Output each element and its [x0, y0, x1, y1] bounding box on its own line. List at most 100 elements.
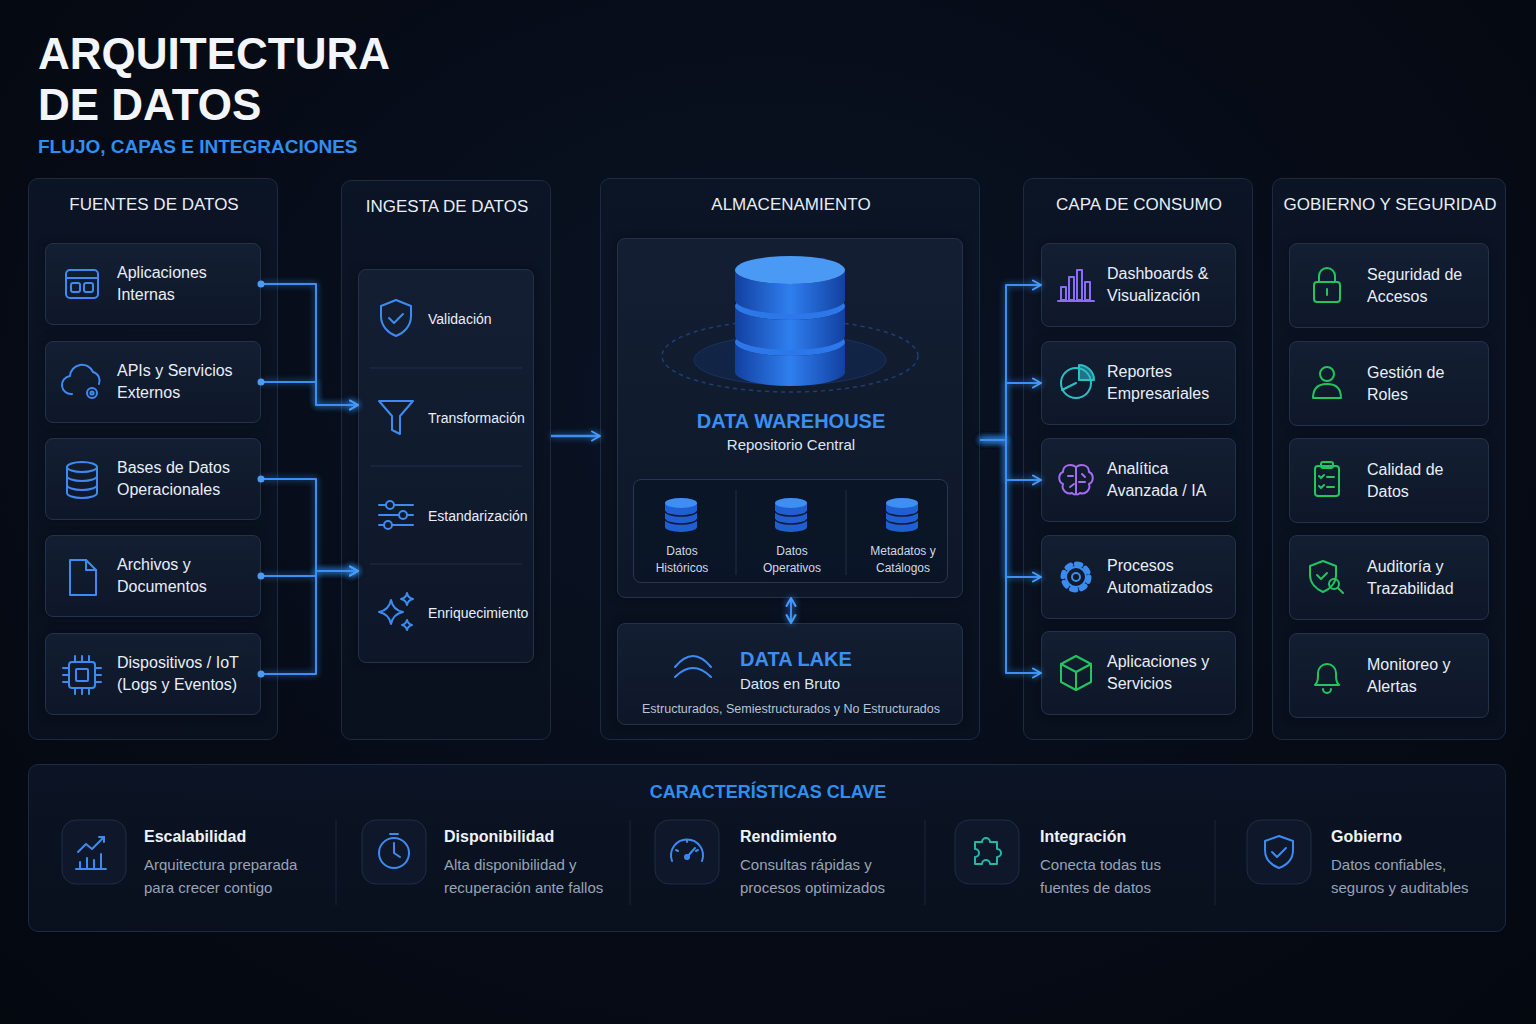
- source-box: APIs y Servicios Externos: [45, 341, 261, 423]
- node-text: Archivos y Documentos: [117, 554, 257, 598]
- lake-icon: [675, 656, 711, 677]
- governance-box: Auditoría y Trazabilidad: [1289, 535, 1489, 620]
- flow-connector: [980, 285, 1041, 440]
- lake-box: DATA LAKE Datos en BrutoEstructurados, Se…: [617, 623, 963, 725]
- node-text: Procesos Automatizados: [1107, 555, 1235, 599]
- layer-panel: FUENTES DE DATOS Aplicaciones InternasAPI…: [28, 178, 278, 740]
- flow-connector: [980, 383, 1041, 440]
- source-box: Bases de Datos Operacionales: [45, 438, 261, 520]
- features-panel: CARACTERÍSTICAS CLAVE EscalabilidadArquit…: [28, 764, 1506, 932]
- subtitle: FLUJO, CAPAS E INTEGRACIONES: [38, 136, 598, 158]
- node-subtext: Conecta todas tus fuentes de datos: [1040, 853, 1205, 899]
- feature-item: RendimientoConsultas rápidas y procesos …: [740, 826, 910, 901]
- consumer-box: Dashboards & Visualización: [1041, 243, 1236, 327]
- flow-connector: [261, 382, 358, 405]
- feature-item: GobiernoDatos confiables, seguros y audi…: [1331, 826, 1501, 901]
- node-text: APIs y Servicios Externos: [117, 360, 257, 404]
- source-box: Dispositivos / IoT (Logs y Eventos): [45, 633, 261, 715]
- ingest-dividers: [370, 368, 522, 564]
- governance-icons: [1310, 268, 1343, 693]
- warehouse-illustration: [662, 256, 918, 392]
- connector-dot: [258, 573, 265, 580]
- node-subtext: Alta disponibilidad y recuperación ante …: [444, 853, 609, 899]
- feature-item: IntegraciónConecta todas tus fuentes de …: [1040, 826, 1210, 901]
- connector-dot: [258, 281, 265, 288]
- layer-panel: INGESTA DE DATOSValidaciónTransformación…: [341, 180, 551, 740]
- flow-connector: [980, 440, 1041, 480]
- node-text: Auditoría y Trazabilidad: [1367, 556, 1479, 600]
- ingest-steps-box: ValidaciónTransformaciónEstandarizaciónE…: [358, 269, 534, 663]
- node-text: Seguridad de Accesos: [1367, 264, 1479, 308]
- node-subtext: Enriquecimiento: [428, 604, 540, 622]
- layer-panel: ALMACENAMIENTO DATA WAREHOUSERepositorio …: [600, 178, 980, 740]
- node-text: Analítica Avanzada / IA: [1107, 458, 1235, 502]
- consumption-icons: [1058, 270, 1094, 690]
- node-text: Gestión de Roles: [1367, 362, 1479, 406]
- flow-connector: [790, 598, 792, 623]
- governance-box: Gestión de Roles: [1289, 341, 1489, 426]
- node-text: Bases de Datos Operacionales: [117, 457, 257, 501]
- node-text: Aplicaciones Internas: [117, 262, 257, 306]
- diagram-title: ARQUITECTURA DE DATOS: [38, 28, 458, 130]
- consumer-box: Aplicaciones y Servicios: [1041, 631, 1236, 715]
- node-text: Dashboards & Visualización: [1107, 263, 1235, 307]
- flow-connector: [980, 440, 1041, 673]
- node-text: Gobierno: [1331, 826, 1501, 848]
- feature-icons: [76, 834, 1293, 869]
- feature-item: DisponibilidadAlta disponibilidad y recu…: [444, 826, 614, 901]
- node-text: CARACTERÍSTICAS CLAVE: [29, 781, 1507, 803]
- flow-connector: [261, 571, 358, 576]
- strip-icons: [665, 490, 918, 575]
- connector-dot: [258, 476, 265, 483]
- feature-decor: [62, 820, 1311, 905]
- feature-item: EscalabilidadArquitectura preparada para…: [144, 826, 314, 901]
- flow-connector: [551, 435, 600, 438]
- node-text: ALMACENAMIENTO: [601, 195, 981, 215]
- node-text: Validación: [428, 310, 540, 328]
- node-text: DATA WAREHOUSE: [618, 409, 964, 433]
- governance-box: Seguridad de Accesos: [1289, 243, 1489, 328]
- flow-connector: [980, 440, 1041, 577]
- node-text: DATA LAKE: [740, 647, 940, 671]
- governance-box: Monitoreo y Alertas: [1289, 633, 1489, 718]
- node-text: Aplicaciones y Servicios: [1107, 651, 1235, 695]
- warehouse-strip: Datos Históricos Datos Operativos Metadato…: [633, 479, 948, 583]
- consumer-box: Analítica Avanzada / IA: [1041, 438, 1236, 522]
- flow-connector: [261, 284, 358, 405]
- node-text: FUENTES DE DATOS: [29, 195, 279, 215]
- node-subtext: Datos confiables, seguros y auditables: [1331, 853, 1496, 899]
- consumer-box: Procesos Automatizados: [1041, 535, 1236, 619]
- node-text: INGESTA DE DATOS: [342, 197, 552, 217]
- node-text: Rendimiento: [740, 826, 910, 848]
- node-text: CAPA DE CONSUMO: [1024, 195, 1254, 215]
- source-icons: [62, 270, 101, 694]
- node-subtext: Estructurados, Semiestructurados y No Es…: [618, 701, 964, 717]
- warehouse-box: DATA WAREHOUSERepositorio CentralDatos H…: [617, 238, 963, 598]
- flow-connector: [261, 479, 358, 571]
- connector-dot: [258, 671, 265, 678]
- layer-panel: GOBIERNO Y SEGURIDAD Seguridad de Accesos…: [1272, 178, 1506, 740]
- ingest-icons: [379, 300, 413, 630]
- governance-box: Calidad de Datos: [1289, 438, 1489, 523]
- flow-connector: [261, 571, 358, 674]
- node-subtext: Consultas rápidas y procesos optimizados: [740, 853, 905, 899]
- node-subtext: Metadatos y Catálogos: [863, 543, 943, 577]
- node-subtext: Datos Operativos: [752, 543, 832, 577]
- node-text: Reportes Empresariales: [1107, 361, 1235, 405]
- node-text: Integración: [1040, 826, 1210, 848]
- node-subtext: Repositorio Central: [618, 435, 964, 455]
- source-box: Aplicaciones Internas: [45, 243, 261, 325]
- node-text: Datos Históricos: [642, 543, 722, 577]
- node-subtext: Transformación: [428, 409, 540, 427]
- node-subtext: Estandarización: [428, 507, 540, 525]
- node-text: Monitoreo y Alertas: [1367, 654, 1479, 698]
- node-text: Calidad de Datos: [1367, 459, 1479, 503]
- node-subtext: Datos en Bruto: [740, 674, 940, 694]
- consumer-box: Reportes Empresariales: [1041, 341, 1236, 425]
- node-text: GOBIERNO Y SEGURIDAD: [1273, 195, 1507, 215]
- source-box: Archivos y Documentos: [45, 535, 261, 617]
- layer-panel: CAPA DE CONSUMO Dashboards & Visualizació…: [1023, 178, 1253, 740]
- node-text: Escalabilidad: [144, 826, 314, 848]
- connector-dot: [258, 379, 265, 386]
